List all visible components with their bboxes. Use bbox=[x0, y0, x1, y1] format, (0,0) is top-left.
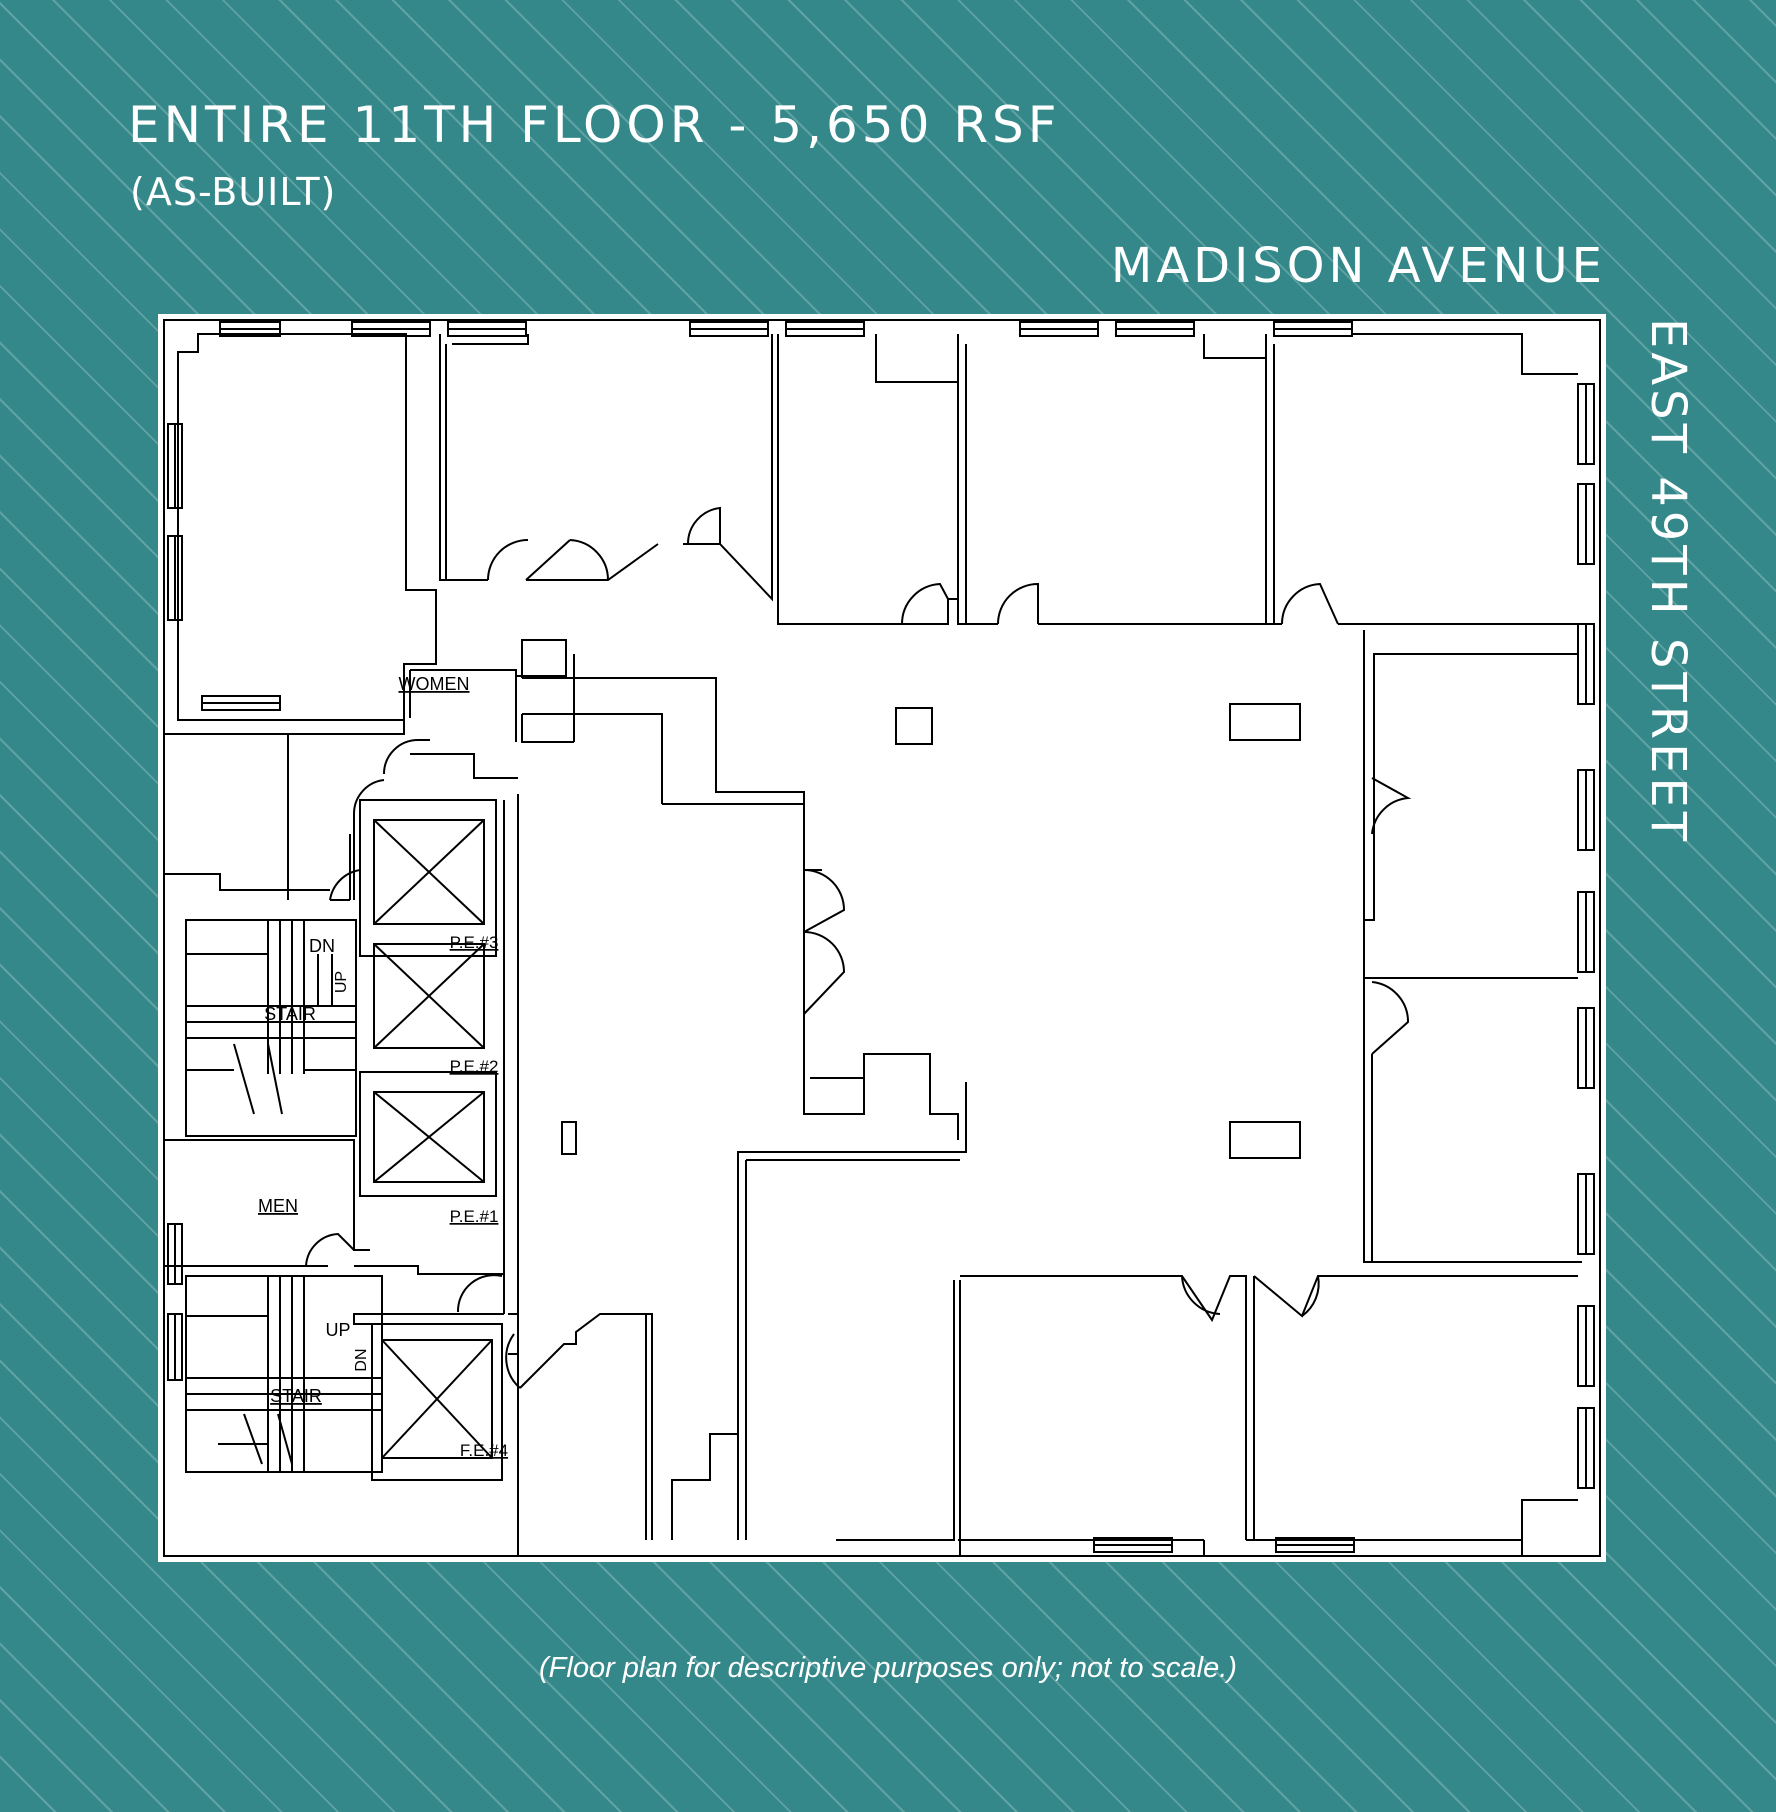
stair-lower-label: STAIR bbox=[270, 1386, 322, 1406]
column bbox=[1229, 703, 1301, 741]
stair-upper-up-label: UP bbox=[333, 971, 350, 993]
column bbox=[561, 1121, 577, 1155]
column bbox=[895, 707, 933, 745]
office-top-5 bbox=[1265, 334, 1282, 625]
top-windows bbox=[219, 321, 1353, 337]
men-restroom bbox=[164, 1139, 370, 1251]
doors-top-row bbox=[487, 506, 1339, 625]
office-top-left bbox=[164, 333, 437, 735]
stair-lower-up-label: UP bbox=[325, 1320, 350, 1340]
elevator-fe4-label: F.E.#4 bbox=[460, 1441, 508, 1460]
office-bottom-right-1 bbox=[960, 1275, 1247, 1540]
men-door bbox=[305, 1232, 355, 1267]
floor-plan: WOMEN MEN STAIR STAIR DN UP UP DN P.E.#3… bbox=[158, 314, 1606, 1562]
office-right-lower bbox=[1363, 984, 1582, 1263]
office-top-4 bbox=[957, 334, 998, 625]
stair-lower-dn-label: DN bbox=[353, 1348, 370, 1371]
men-label: MEN bbox=[258, 1196, 298, 1216]
elevator-pe2-label: P.E.#2 bbox=[450, 1057, 499, 1076]
office-lower-center-right bbox=[836, 1280, 955, 1541]
women-restroom bbox=[521, 714, 574, 743]
elevator-core bbox=[353, 794, 519, 1481]
plan-title: ENTIRE 11TH FLOOR - 5,650 RSF bbox=[128, 96, 1061, 154]
elevator-pe1-label: P.E.#1 bbox=[450, 1207, 499, 1226]
office-right-upper bbox=[1363, 630, 1578, 921]
office-top-3 bbox=[777, 334, 959, 625]
stair-upper-label: STAIR bbox=[264, 1004, 316, 1024]
office-lower-left bbox=[519, 1313, 653, 1540]
building-outline bbox=[163, 319, 1601, 1557]
office-bottom-right-2 bbox=[1253, 1275, 1578, 1318]
disclaimer: (Floor plan for descriptive purposes onl… bbox=[539, 1652, 1237, 1684]
women-label: WOMEN bbox=[399, 674, 470, 694]
women-door bbox=[383, 739, 430, 775]
stair-upper bbox=[185, 919, 357, 1137]
column bbox=[1229, 1121, 1301, 1159]
elevator-pe3-label: P.E.#3 bbox=[450, 933, 499, 952]
stair-lower bbox=[185, 1275, 383, 1473]
office-lower-center bbox=[671, 1082, 967, 1540]
floor-plan-drawing: WOMEN MEN STAIR STAIR DN UP UP DN P.E.#3… bbox=[163, 319, 1601, 1557]
bottom-windows bbox=[201, 695, 1355, 1553]
stair-upper-dn-label: DN bbox=[309, 936, 335, 956]
left-windows bbox=[167, 423, 183, 1381]
plan-subtitle: (AS-BUILT) bbox=[130, 170, 337, 214]
office-top-2 bbox=[439, 334, 488, 581]
stair-door-upper bbox=[329, 869, 361, 901]
street-label-madison: MADISON AVENUE bbox=[1110, 238, 1606, 294]
street-label-49th: EAST 49TH STREET bbox=[1640, 318, 1696, 846]
right-windows bbox=[1577, 383, 1595, 1489]
